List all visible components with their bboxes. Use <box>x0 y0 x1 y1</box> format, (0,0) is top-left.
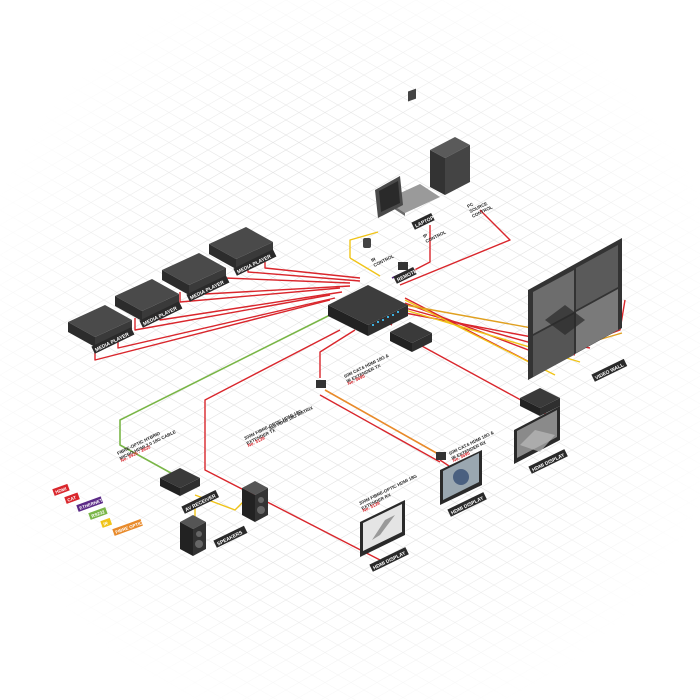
cable-ir-remote <box>349 257 381 277</box>
video-wall[interactable] <box>528 238 622 380</box>
cable-hybrid-fibre <box>119 314 331 479</box>
pc-tower[interactable] <box>430 137 470 195</box>
speaker-left[interactable] <box>180 515 206 556</box>
cable-mp5-matrix <box>264 262 361 279</box>
svg-text:IR: IR <box>103 520 110 526</box>
laptop[interactable] <box>375 176 440 218</box>
display-mid-content <box>453 469 469 485</box>
media-players <box>68 227 273 347</box>
cat-extender-tx[interactable] <box>390 322 432 352</box>
svg-text:HDMI: HDMI <box>55 486 68 495</box>
legend-item-hdmi: HDMI <box>52 483 70 496</box>
svg-text:CAT: CAT <box>67 495 77 503</box>
video-wall-content <box>545 305 585 335</box>
cable-matrix-display-bottom <box>204 329 381 561</box>
hdmi-display-right[interactable] <box>514 406 560 464</box>
remote-icon[interactable] <box>398 262 408 270</box>
cable-mp3-matrix <box>179 287 341 303</box>
hdmi-matrix[interactable] <box>328 285 408 336</box>
fiber-extender-tx[interactable] <box>316 380 326 388</box>
fiber-extender-rx[interactable] <box>436 452 446 460</box>
matrix-leds <box>372 311 399 326</box>
hdmi-display-mid[interactable] <box>440 450 482 505</box>
cable-matrix-fibertx <box>319 329 356 378</box>
cable-fiber-link <box>324 389 441 456</box>
media-player-4[interactable] <box>209 227 273 269</box>
av-receiver[interactable] <box>160 468 200 496</box>
speaker-right[interactable] <box>242 481 268 522</box>
media-player-3[interactable] <box>162 253 226 295</box>
ir-control-icon[interactable] <box>363 238 371 248</box>
cable-matrix-pc <box>399 209 511 286</box>
cable-fibertx-rx-hdmi <box>319 394 441 463</box>
ip-control-icon[interactable] <box>408 88 416 102</box>
media-player-2[interactable] <box>115 279 179 321</box>
cat-extender-rx[interactable] <box>520 388 560 416</box>
hdmi-display-bottom[interactable] <box>360 500 405 557</box>
cable-ir-control <box>349 231 379 258</box>
cable-mp2-matrix <box>134 294 331 331</box>
media-player-1[interactable] <box>68 305 132 347</box>
legend-item-ir: IR <box>100 517 113 528</box>
legend-item-cat: CAT <box>64 492 80 504</box>
svg-text:RS232: RS232 <box>91 509 106 519</box>
cable-cattx-catrx <box>419 344 531 406</box>
legend-item-rs232: RS232 <box>88 507 108 520</box>
display-bottom-content <box>372 515 395 540</box>
